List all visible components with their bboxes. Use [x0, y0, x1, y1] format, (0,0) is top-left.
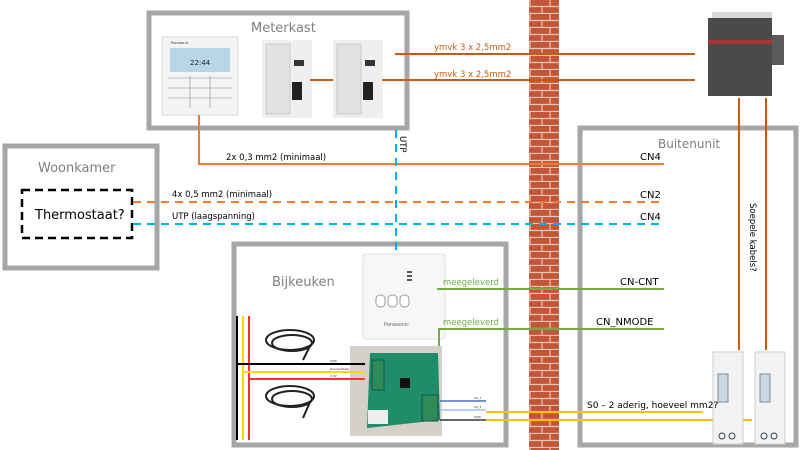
bijkeuken-box	[231, 241, 509, 448]
temperature-sensor-2	[265, 385, 315, 419]
power-cable-2-label: ymvk 3 x 2,5mm2	[434, 70, 511, 80]
remote-controller	[161, 36, 239, 116]
thermostat-label: Thermostaat?	[34, 208, 125, 223]
sensor-wire-data: Dsense/Data	[330, 367, 349, 371]
sensor-wire-gnd: GND	[330, 359, 338, 363]
cnt-cable-label: meegeleverd	[443, 278, 499, 288]
connector-cn4-remote: CN4	[640, 152, 661, 163]
connector-cn2: CN2	[640, 190, 661, 201]
controller-board	[350, 346, 442, 436]
utp-vertical-label: UTP	[397, 136, 407, 153]
board-wire-s0-1: S0_1	[474, 396, 481, 400]
board-wire-s0-2: S0_2	[474, 405, 481, 409]
wifi-adapter	[362, 253, 446, 340]
buitenunit-title: Buitenunit	[658, 137, 720, 151]
remote-cable	[198, 115, 664, 165]
power-cable-1-label: ymvk 3 x 2,5mm2	[434, 43, 511, 53]
remote-time: 22:44	[190, 59, 211, 67]
remote-brand: Panasonic	[171, 41, 189, 45]
woonkamer-title: Woonkamer	[38, 161, 116, 176]
nmode-cable-label: meegeleverd	[443, 318, 499, 328]
s0-cable-label: S0 – 2 aderig, hoeveel mm2?	[587, 401, 718, 411]
meterkast-box	[146, 10, 410, 131]
isolator-switch	[708, 12, 784, 96]
adapter-brand: Panasonic	[384, 322, 409, 328]
connector-cn-cnt: CN-CNT	[620, 277, 660, 288]
circuit-breaker-1	[262, 40, 312, 118]
board-wire-gnd: GND	[474, 415, 482, 419]
flex-cable-label: Soepele kabels?	[747, 203, 757, 272]
bijkeuken-title: Bijkeuken	[272, 275, 335, 290]
buitenunit-box	[577, 125, 799, 448]
nmode-cable	[438, 328, 664, 346]
remote-cable-label: 2x 0,3 mm2 (minimaal)	[226, 153, 326, 163]
thermostat-box	[20, 188, 134, 240]
meterkast-title: Meterkast	[251, 21, 316, 36]
sensor-wire-vcc: 3.3V	[330, 374, 338, 378]
connector-cn-nmode: CN_NMODE	[596, 317, 653, 328]
kwh-meter-2	[754, 351, 786, 445]
kwh-meter-1	[712, 351, 744, 445]
thermostat-utp-label: UTP (laagspanning)	[172, 212, 255, 222]
temperature-sensor-1	[265, 329, 315, 361]
connector-cn4-utp: CN4	[640, 212, 661, 223]
circuit-breaker-2	[333, 40, 383, 118]
woonkamer-box	[2, 143, 160, 271]
thermostat-power-label: 4x 0,5 mm2 (minimaal)	[172, 190, 272, 200]
